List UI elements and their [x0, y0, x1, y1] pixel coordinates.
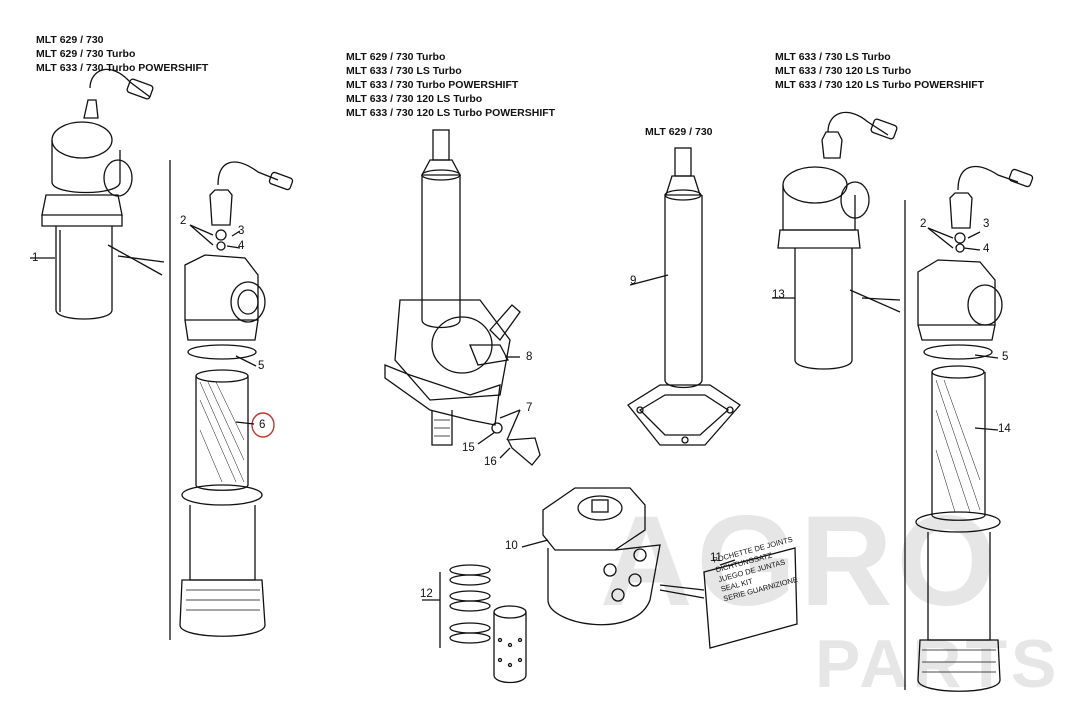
callout-9: 9: [630, 275, 637, 287]
callout-8: 8: [526, 351, 533, 363]
filter-head-small-right: [915, 166, 1034, 692]
callout-16: 16: [484, 456, 497, 468]
callout-15: 15: [462, 442, 475, 454]
callout-2-right: 2: [920, 218, 927, 230]
watermark-text: PARTS: [815, 626, 1061, 702]
callout-14: 14: [998, 423, 1011, 435]
filter-housing-1: [41, 68, 154, 320]
callout-3: 3: [238, 225, 245, 237]
seal-kit-card: [659, 547, 798, 649]
steering-column-assembly: [384, 129, 541, 466]
filter-housing-13: [777, 111, 898, 370]
callout-3-right: 3: [983, 218, 990, 230]
title-mid: MLT 629 / 730: [645, 126, 713, 138]
callout-10: 10: [505, 540, 518, 552]
watermark-logo: AGRO: [600, 490, 1000, 633]
callout-2: 2: [180, 215, 187, 227]
callout-5-right: 5: [1002, 351, 1009, 363]
callout-12: 12: [420, 588, 433, 600]
filter-head-small: [179, 161, 294, 637]
highlight-circle: [251, 412, 275, 438]
callout-6: 6: [259, 419, 266, 431]
callout-1: 1: [32, 252, 39, 264]
title-center: MLT 629 / 730 Turbo MLT 633 / 730 LS Tur…: [346, 51, 556, 119]
callout-7: 7: [526, 402, 533, 414]
callout-5: 5: [258, 360, 265, 372]
steering-unit-10: [542, 487, 661, 626]
title-right: MLT 633 / 730 LS Turbo MLT 633 / 730 120…: [775, 51, 985, 91]
callout-13: 13: [772, 289, 785, 301]
steering-column-9: [627, 147, 741, 446]
callout-4-right: 4: [983, 243, 990, 255]
title-left: MLT 629 / 730 MLT 629 / 730 Turbo MLT 63…: [36, 34, 209, 74]
callout-11: 11: [710, 552, 722, 564]
rings-12: [439, 564, 527, 684]
callout-4: 4: [238, 240, 245, 252]
